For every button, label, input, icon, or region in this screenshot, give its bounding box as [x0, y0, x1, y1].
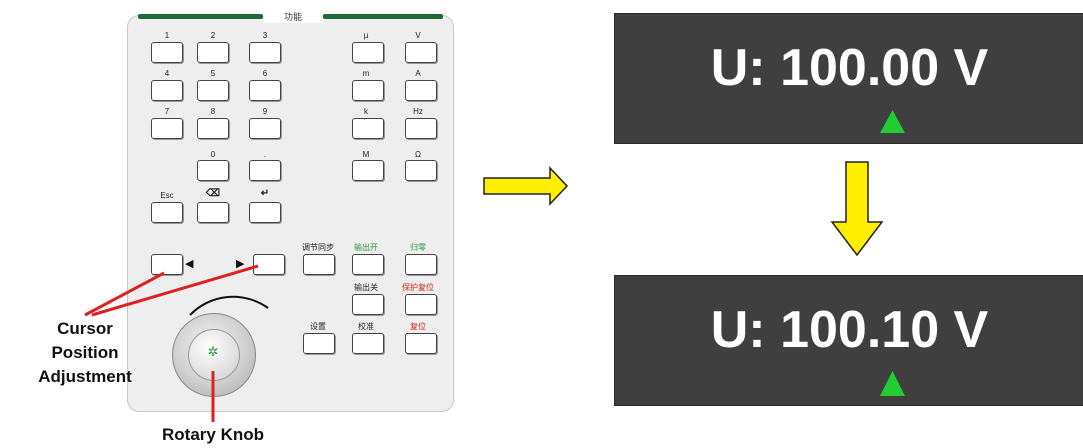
key-settings[interactable]: [303, 333, 335, 354]
down-arrow-icon-yellow: [830, 161, 884, 257]
key-protect-reset-label: 保护复位: [402, 283, 434, 292]
key-adjust-sync-label: 调节同步: [302, 243, 334, 252]
key-micro[interactable]: [352, 42, 384, 63]
key-hertz[interactable]: [405, 118, 437, 139]
key-8-label: 8: [210, 107, 216, 116]
cursor-annotation-line1: Cursor: [57, 319, 113, 338]
key-hertz-label: Hz: [413, 107, 423, 116]
display-after: U: 100.10 V: [614, 275, 1083, 406]
knob-center-icon: ✲: [207, 344, 219, 359]
key-milli-label: m: [362, 69, 370, 78]
key-3[interactable]: [249, 42, 281, 63]
key-7-label: 7: [164, 107, 170, 116]
key-1-label: 1: [164, 31, 170, 40]
key-amp-label: A: [415, 69, 421, 78]
key-6[interactable]: [249, 80, 281, 101]
key-ohm[interactable]: [405, 160, 437, 181]
key-zero-label: 归零: [410, 243, 426, 252]
key-9[interactable]: [249, 118, 281, 139]
panel-top-bar-left: [138, 14, 263, 19]
key-dot[interactable]: [249, 160, 281, 181]
cursor-marker-before: [880, 110, 905, 133]
key-output-on[interactable]: [352, 254, 384, 275]
key-output-on-label: 输出开: [354, 243, 378, 252]
key-0-label: 0: [210, 150, 216, 159]
panel-title: 功能: [263, 11, 323, 23]
key-4[interactable]: [151, 80, 183, 101]
left-arrow-icon: ◀: [185, 258, 194, 270]
key-cursor-right[interactable]: [253, 254, 285, 275]
rotary-knob-annotation: Rotary Knob: [162, 425, 264, 444]
key-2[interactable]: [197, 42, 229, 63]
key-output-off-label: 输出关: [354, 283, 378, 292]
key-6-label: 6: [262, 69, 268, 78]
display-before-readout: U: 100.00 V: [710, 39, 989, 97]
key-volt[interactable]: [405, 42, 437, 63]
key-zero[interactable]: [405, 254, 437, 275]
key-kilo[interactable]: [352, 118, 384, 139]
key-ohm-label: Ω: [415, 150, 421, 159]
display-after-readout: U: 100.10 V: [710, 301, 989, 359]
key-2-label: 2: [210, 31, 216, 40]
key-calibrate-label: 校准: [358, 322, 374, 331]
key-amp[interactable]: [405, 80, 437, 101]
cursor-marker-after: [880, 371, 905, 396]
key-backspace[interactable]: [197, 202, 229, 223]
right-arrow-icon-yellow: [483, 166, 569, 206]
key-volt-label: V: [415, 31, 421, 40]
right-arrow-icon: ▶: [236, 258, 245, 270]
backspace-icon: ⌫: [205, 188, 221, 199]
cursor-annotation-line2: Position: [51, 343, 119, 362]
key-esc-label: Esc: [160, 191, 174, 200]
key-mega-label: M: [362, 150, 370, 159]
key-protect-reset[interactable]: [405, 294, 437, 315]
key-kilo-label: k: [364, 107, 368, 116]
key-5[interactable]: [197, 80, 229, 101]
key-7[interactable]: [151, 118, 183, 139]
panel-top-bar-right: [323, 14, 443, 19]
key-cursor-left[interactable]: [151, 254, 183, 275]
key-9-label: 9: [262, 107, 268, 116]
key-reset-label: 复位: [410, 322, 426, 331]
display-before: U: 100.00 V: [614, 13, 1083, 144]
key-micro-label: µ: [363, 31, 369, 40]
key-8[interactable]: [197, 118, 229, 139]
key-reset[interactable]: [405, 333, 437, 354]
key-esc[interactable]: [151, 202, 183, 223]
key-adjust-sync[interactable]: [303, 254, 335, 275]
key-enter[interactable]: [249, 202, 281, 223]
rotary-knob-cap: [188, 329, 240, 381]
key-milli[interactable]: [352, 80, 384, 101]
key-5-label: 5: [210, 69, 216, 78]
key-mega[interactable]: [352, 160, 384, 181]
key-1[interactable]: [151, 42, 183, 63]
enter-icon: ↵: [260, 188, 270, 199]
key-4-label: 4: [164, 69, 170, 78]
key-0[interactable]: [197, 160, 229, 181]
key-output-off[interactable]: [352, 294, 384, 315]
key-settings-label: 设置: [310, 322, 326, 331]
key-dot-label: .: [263, 150, 267, 159]
key-calibrate[interactable]: [352, 333, 384, 354]
key-3-label: 3: [262, 31, 268, 40]
cursor-annotation-line3: Adjustment: [38, 367, 132, 386]
